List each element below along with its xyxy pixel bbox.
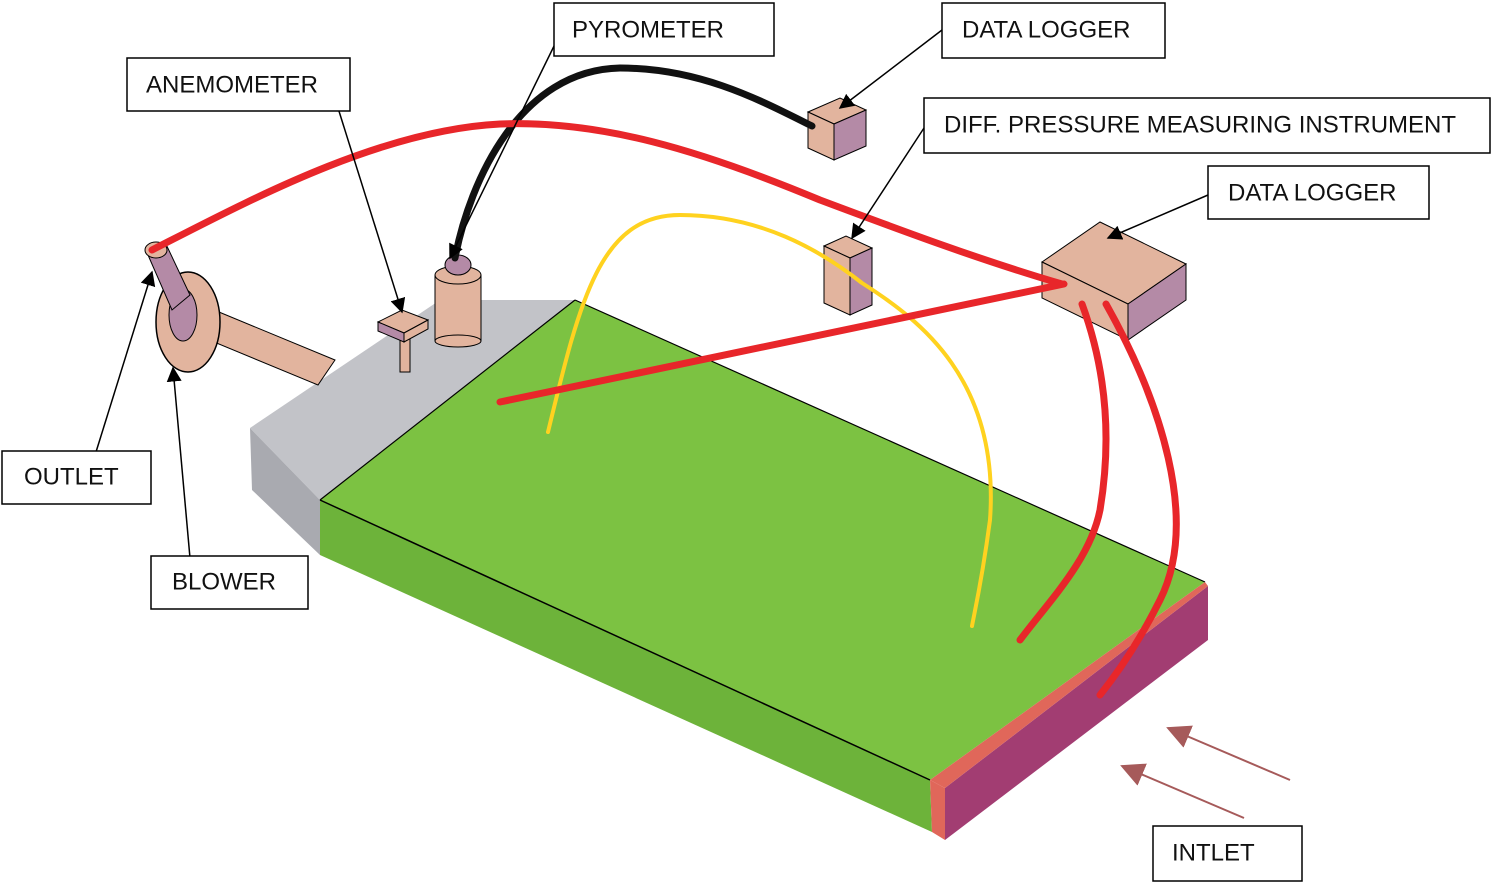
inlet-arrow-2 bbox=[1120, 763, 1245, 819]
blower-assembly bbox=[144, 241, 336, 386]
black-wire bbox=[451, 64, 816, 262]
hood-front bbox=[250, 428, 320, 555]
solar-air-duct bbox=[250, 299, 1208, 840]
label-anemometer-text: ANEMOMETER bbox=[146, 71, 318, 98]
pyrometer-device bbox=[434, 254, 482, 348]
label-outlet-text: OUTLET bbox=[24, 463, 119, 490]
label-outlet: OUTLET bbox=[1, 450, 152, 505]
label-blower-text: BLOWER bbox=[172, 568, 276, 595]
yellow-wire bbox=[546, 212, 993, 628]
label-data-logger-top-text: DATA LOGGER bbox=[962, 16, 1130, 43]
inlet-airflow-arrows bbox=[1120, 725, 1291, 819]
label-inlet-text: INTLET bbox=[1172, 839, 1255, 866]
inlet-arrow-1 bbox=[1166, 725, 1291, 781]
diff-pressure-device bbox=[822, 235, 874, 316]
red-wire-plate bbox=[496, 280, 1068, 406]
label-inlet: INTLET bbox=[1152, 825, 1303, 882]
leader-lines bbox=[95, 29, 1209, 559]
label-data-logger-right: DATA LOGGER bbox=[1207, 165, 1430, 220]
hood-top bbox=[250, 300, 575, 500]
label-diff-pressure: DIFF. PRESSURE MEASURING INSTRUMENT bbox=[923, 97, 1491, 154]
red-wire-outlet bbox=[148, 120, 1066, 288]
red-wire-inlet-1 bbox=[1016, 300, 1110, 644]
label-data-logger-top: DATA LOGGER bbox=[941, 2, 1166, 59]
data-logger-top-device bbox=[806, 97, 868, 161]
inlet-face bbox=[945, 586, 1208, 840]
label-pyrometer: PYROMETER bbox=[553, 2, 775, 57]
absorber-plate-top bbox=[320, 300, 1205, 780]
label-diff-pressure-text: DIFF. PRESSURE MEASURING INSTRUMENT bbox=[944, 111, 1456, 138]
red-wire-inlet-2 bbox=[1096, 300, 1180, 699]
label-data-logger-right-text: DATA LOGGER bbox=[1228, 179, 1396, 206]
label-blower: BLOWER bbox=[150, 555, 309, 610]
absorber-plate-side bbox=[320, 500, 932, 832]
wires bbox=[148, 64, 1180, 699]
anemometer-device bbox=[376, 309, 430, 373]
inlet-left-face bbox=[930, 780, 945, 840]
label-anemometer: ANEMOMETER bbox=[126, 57, 351, 112]
label-pyrometer-text: PYROMETER bbox=[572, 16, 724, 43]
